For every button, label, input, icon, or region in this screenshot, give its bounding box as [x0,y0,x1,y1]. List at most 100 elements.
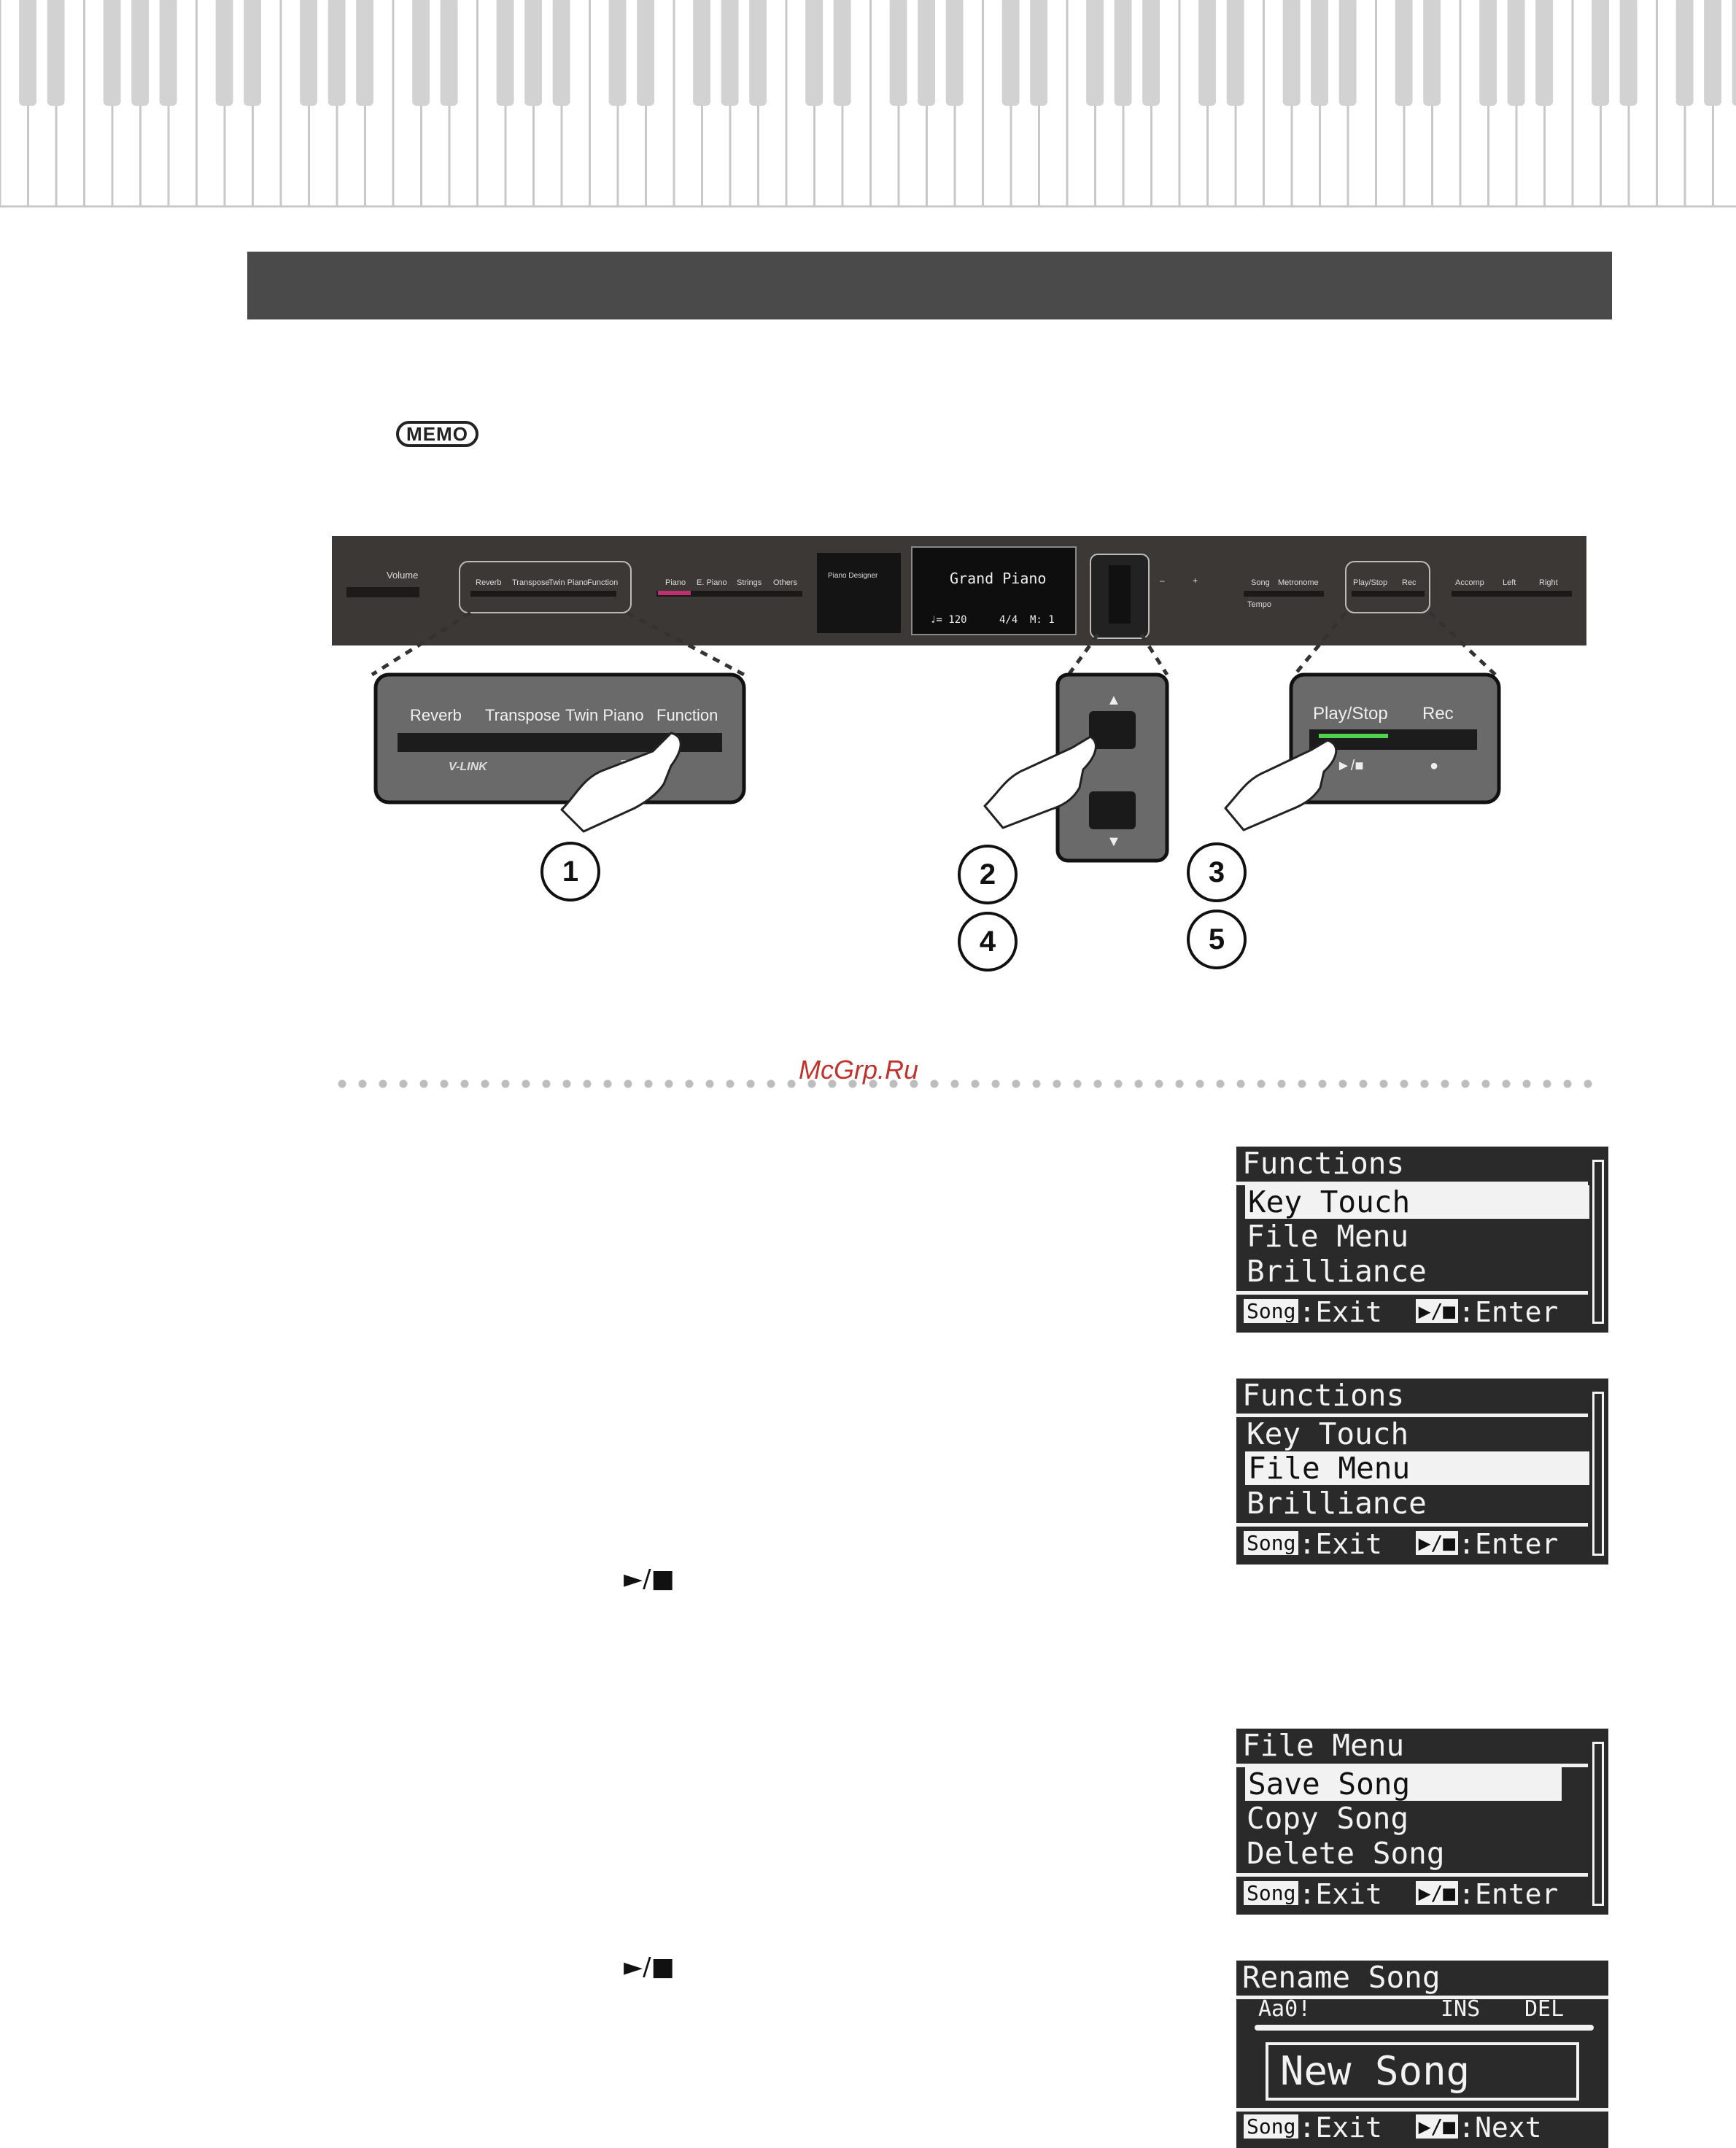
black-key [1030,0,1048,106]
black-key [1423,0,1441,106]
lcd-title: Functions [1242,1146,1405,1181]
mini-metronome-label: Metronome [1278,578,1319,587]
mini-left-label: Left [1503,578,1516,587]
play-key: ▶/■ [1415,1299,1459,1323]
display-title: Grand Piano [950,570,1046,587]
lcd-item: Brilliance [1247,1486,1427,1521]
black-key [1704,0,1722,106]
mini-function-label: Function [587,578,618,587]
exit-label: :Exit [1298,1296,1382,1328]
lcd-title: File Menu [1242,1728,1405,1763]
piano-designer-label: Piano Designer [828,572,878,580]
black-key [1732,0,1736,106]
black-key [1282,0,1301,106]
black-key [496,0,514,106]
lcd-foot-rule [1236,2108,1608,2112]
black-key [637,0,655,106]
lcd-title-rule [1236,1182,1588,1185]
black-key [300,0,318,106]
lcd-item: Key Touch [1247,1416,1409,1451]
black-key [215,0,233,106]
volume-label: Volume [387,570,418,581]
playstop-label: Play/Stop [1313,704,1388,724]
play-key: ▶/■ [1415,1881,1459,1905]
up-arrow-icon: ▲ [1107,692,1121,708]
scrollbar [1592,1742,1604,1906]
twinpiano-label: Twin Piano [565,706,644,724]
lcd-foot-rule [1236,1291,1588,1295]
lcd-title: Rename Song [1242,1960,1441,1995]
black-key [749,0,767,106]
down-button [1089,791,1136,829]
black-key [889,0,907,106]
lcd-item: Brilliance [1247,1254,1427,1289]
lcd-item-selected: Save Song [1245,1767,1562,1801]
black-key [918,0,936,106]
rename-tab-charset: Aa0! [1258,1996,1311,2022]
black-key [19,0,37,106]
mini-epiano-label: E. Piano [697,578,727,587]
enter-label: :Enter [1458,1878,1559,1910]
display-tempo: ♩= 120 [930,614,967,626]
mini-piano-label: Piano [665,578,686,587]
lcd-functions-1: Functions Key Touch File Menu Brilliance… [1236,1147,1608,1333]
group1-outline [459,561,632,613]
black-key [608,0,627,106]
exit-label: :Exit [1298,2112,1382,2144]
transport-button-strip [1309,729,1477,750]
black-key [833,0,851,106]
black-key [244,0,262,106]
lcd-footer: Song:Exit ▶/■:Enter [1244,1528,1558,1563]
volume-slider [346,587,419,597]
black-key [1001,0,1020,106]
lcd-footer: Song:Exit ▶/■:Enter [1244,1296,1558,1331]
step-4-circle: 4 [958,912,1018,972]
mini-strings-label: Strings [737,578,762,587]
step-2-circle: 2 [958,845,1018,904]
black-key [1226,0,1244,106]
mini-twinpiano-label: Twin Piano [549,578,588,587]
lcd-item-selected: File Menu [1245,1451,1589,1485]
up-button [1089,711,1136,749]
mini-others-label: Others [773,578,798,587]
lcd-item: File Menu [1247,1219,1409,1254]
piano-led [658,591,691,595]
black-key [1086,0,1104,106]
scrollbar [1592,1160,1604,1324]
black-key [159,0,177,106]
black-key [440,0,458,106]
lcd-title-rule [1236,1996,1608,1999]
play-stop-symbol-1: ►/■ [624,1565,675,1594]
enter-label: :Enter [1458,1528,1559,1560]
transport-outline [1345,561,1430,613]
lcd-item-selected: Key Touch [1245,1185,1589,1219]
step-3-circle: 3 [1187,842,1247,902]
black-key [552,0,570,106]
step-1-circle: 1 [540,842,600,902]
black-key [805,0,824,106]
lcd-rename-song: Rename Song Aa0! INS DEL New Song Song:E… [1236,1961,1608,2148]
black-key [356,0,374,106]
mini-reverb-label: Reverb [476,578,501,587]
black-key [721,0,739,106]
black-key [1311,0,1329,106]
mini-tempo-label: Tempo [1247,600,1271,609]
plus-label: + [1193,575,1198,586]
rename-tab-ins: INS [1441,1996,1481,2022]
black-key [47,0,65,106]
lcd-foot-rule [1236,1523,1588,1527]
display-beat: 4/4 [999,614,1018,626]
panel-illustration: Volume Reverb Transpose Twin Piano Funct… [332,536,1586,863]
black-key [1338,0,1357,106]
rename-tab-del: DEL [1524,1996,1565,2022]
play-stop-symbol-2: ►/■ [624,1953,675,1982]
scrollbar [1592,1392,1604,1556]
rec-label: Rec [1422,704,1454,724]
play-key: ▶/■ [1415,1531,1459,1555]
exit-label: :Exit [1298,1878,1382,1910]
step-5-circle: 5 [1187,910,1247,969]
reverb-label: Reverb [410,706,462,724]
next-label: :Next [1458,2112,1542,2144]
transpose-label: Transpose [485,706,560,724]
section-header-bar [247,252,1612,319]
